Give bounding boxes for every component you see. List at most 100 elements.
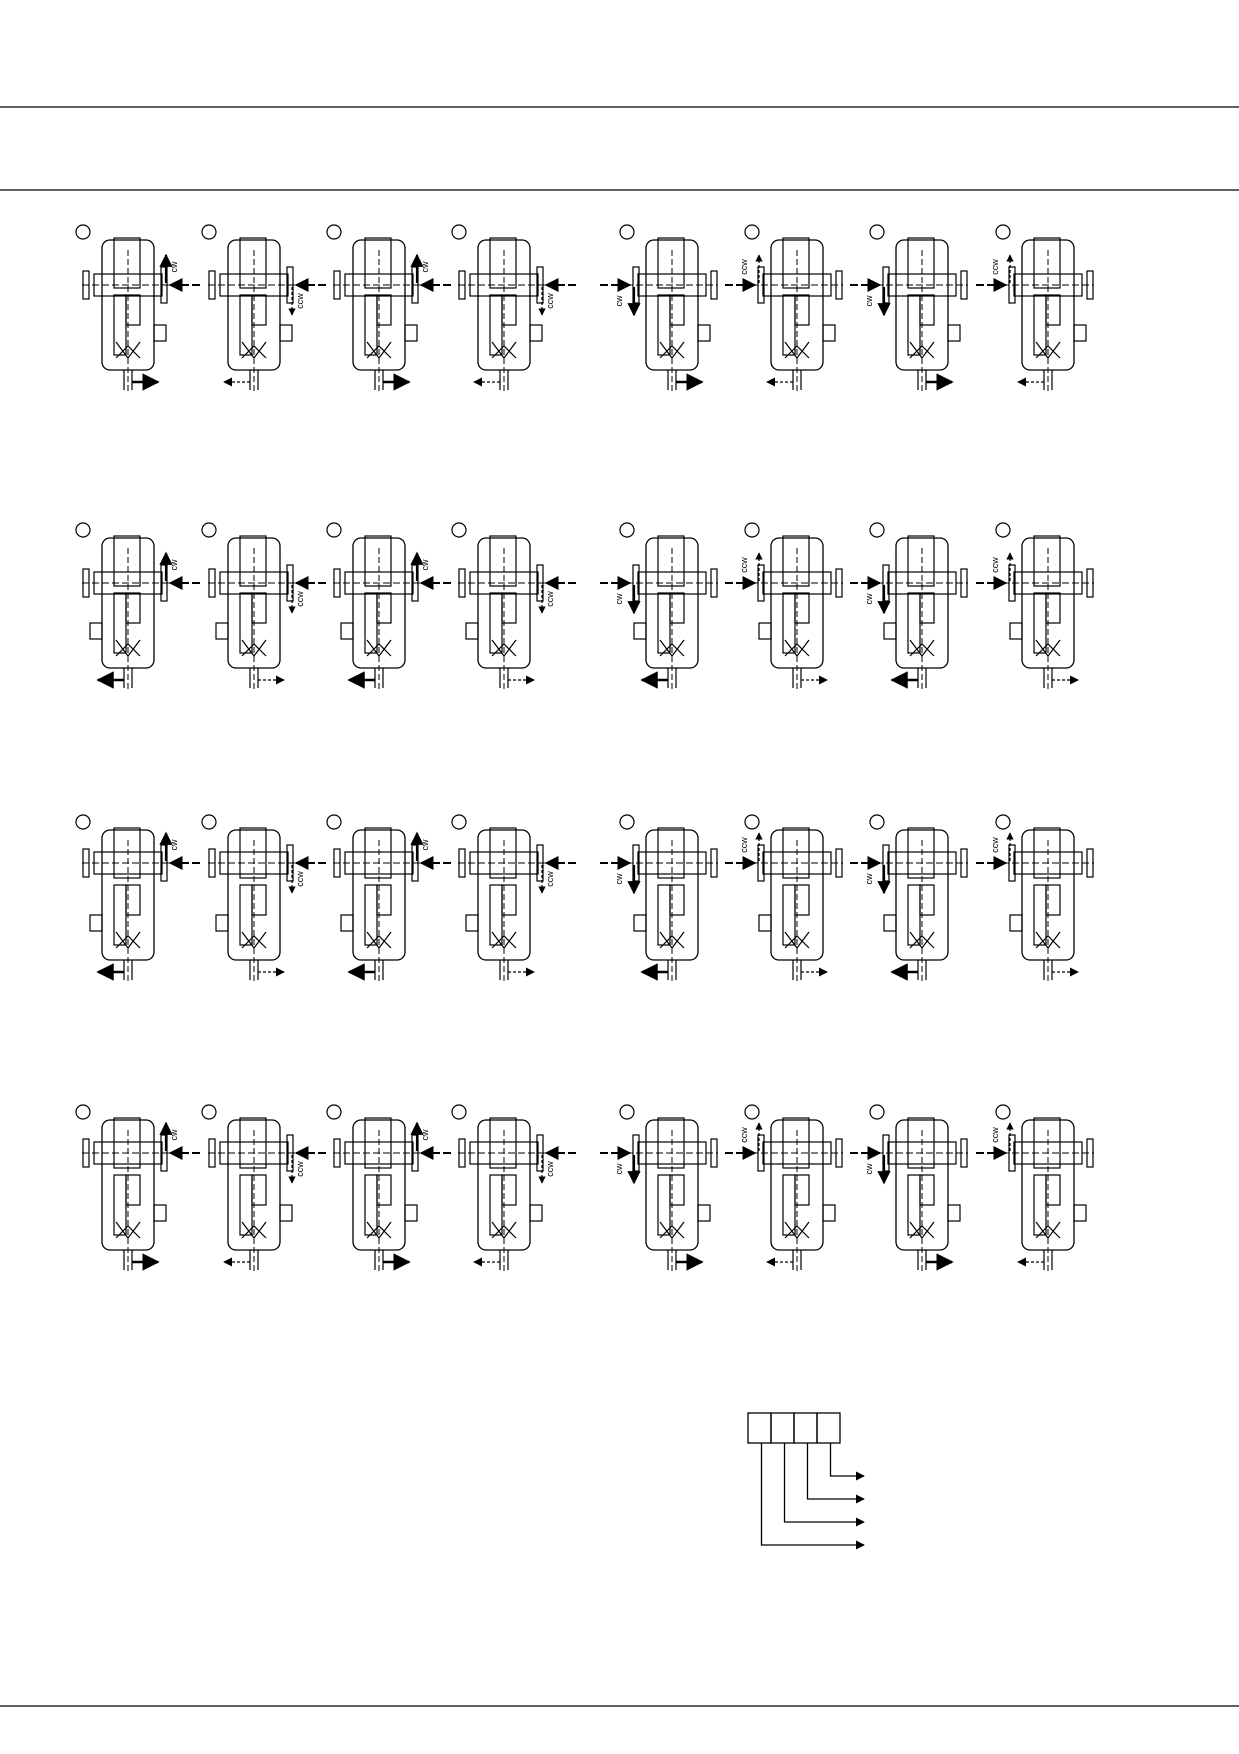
inner-gear-block-2 bbox=[125, 884, 141, 916]
position-marker-circle bbox=[326, 224, 342, 240]
mounting-unit-r3-c6: ccw bbox=[725, 814, 843, 982]
rotation-label: cw bbox=[169, 261, 179, 273]
code-cell-2 bbox=[770, 1412, 795, 1444]
rotation-label: ccw bbox=[739, 1127, 749, 1143]
rotation-label: cw bbox=[614, 295, 624, 307]
position-marker-circle bbox=[75, 1104, 91, 1120]
mounting-unit-r2-c6: ccw bbox=[725, 522, 843, 690]
flange bbox=[882, 1134, 890, 1172]
inner-gear-block bbox=[657, 592, 671, 654]
mounting-unit-r4-c5: cw bbox=[600, 1104, 718, 1272]
inner-gear-block bbox=[489, 1174, 503, 1236]
mounting-foot bbox=[1009, 914, 1023, 932]
flange bbox=[160, 1134, 168, 1172]
upper-gear-case bbox=[364, 827, 392, 879]
inner-gear-block-2 bbox=[376, 884, 392, 916]
inner-gear-block bbox=[239, 294, 253, 356]
flange bbox=[286, 1134, 294, 1172]
mounting-foot bbox=[279, 1204, 293, 1222]
flange-opposite bbox=[458, 848, 466, 878]
rotation-label: cw bbox=[864, 295, 874, 307]
upper-gear-case bbox=[1033, 1117, 1061, 1169]
rotation-label: ccw bbox=[739, 837, 749, 853]
inner-gear-block bbox=[113, 884, 127, 946]
upper-gear-case bbox=[113, 535, 141, 587]
mounting-unit-r3-c2: ccw bbox=[201, 814, 326, 982]
inner-gear-block-2 bbox=[669, 1174, 685, 1206]
mounting-unit-r3-c5: cw bbox=[600, 814, 718, 982]
inner-gear-block-2 bbox=[669, 884, 685, 916]
mounting-foot bbox=[822, 324, 836, 342]
mounting-unit-r1-c2: ccw bbox=[201, 224, 326, 392]
inner-gear-block bbox=[239, 884, 253, 946]
mounting-unit-r4-c8: ccw bbox=[976, 1104, 1094, 1272]
position-marker-circle bbox=[869, 814, 885, 830]
rotation-label: ccw bbox=[295, 871, 305, 887]
mounting-foot bbox=[404, 1204, 418, 1222]
mounting-unit-r1-c8: ccw bbox=[976, 224, 1094, 392]
mounting-unit-r1-c7: cw bbox=[850, 224, 968, 392]
rotation-label: cw bbox=[864, 1163, 874, 1175]
code-cell-4 bbox=[816, 1412, 841, 1444]
flange-opposite bbox=[82, 568, 90, 598]
flange bbox=[160, 564, 168, 602]
flange bbox=[1008, 564, 1016, 602]
upper-gear-case bbox=[239, 237, 267, 289]
upper-gear-case bbox=[113, 1117, 141, 1169]
upper-gear-case bbox=[657, 237, 685, 289]
mounting-unit-r3-c7: cw bbox=[850, 814, 968, 982]
inner-gear-block-2 bbox=[1045, 1174, 1061, 1206]
upper-gear-case bbox=[489, 827, 517, 879]
mounting-unit-r1-c4: ccw bbox=[451, 224, 576, 392]
inner-gear-block-2 bbox=[919, 1174, 935, 1206]
flange bbox=[160, 844, 168, 882]
mounting-foot bbox=[340, 622, 354, 640]
code-cell-3 bbox=[793, 1412, 818, 1444]
position-marker-circle bbox=[995, 1104, 1011, 1120]
mounting-unit-r2-c2: ccw bbox=[201, 522, 326, 690]
flange-opposite bbox=[710, 1138, 718, 1168]
flange-opposite bbox=[710, 270, 718, 300]
flange bbox=[632, 564, 640, 602]
inner-gear-block-2 bbox=[919, 592, 935, 624]
flange-opposite bbox=[835, 848, 843, 878]
inner-gear-block bbox=[1033, 884, 1047, 946]
upper-gear-case bbox=[364, 237, 392, 289]
upper-gear-case bbox=[239, 535, 267, 587]
position-marker-circle bbox=[201, 814, 217, 830]
rotation-label: cw bbox=[864, 873, 874, 885]
flange bbox=[757, 844, 765, 882]
flange-opposite bbox=[960, 1138, 968, 1168]
position-marker-circle bbox=[75, 814, 91, 830]
mounting-foot bbox=[153, 1204, 167, 1222]
mounting-foot bbox=[215, 622, 229, 640]
inner-gear-block bbox=[657, 294, 671, 356]
rotation-label: ccw bbox=[545, 293, 555, 309]
upper-gear-case bbox=[907, 827, 935, 879]
flange bbox=[757, 1134, 765, 1172]
inner-gear-block-2 bbox=[794, 1174, 810, 1206]
position-marker-circle bbox=[744, 224, 760, 240]
inner-gear-block-2 bbox=[501, 884, 517, 916]
inner-gear-block-2 bbox=[919, 294, 935, 326]
flange bbox=[286, 266, 294, 304]
mounting-unit-r4-c6: ccw bbox=[725, 1104, 843, 1272]
position-marker-circle bbox=[619, 224, 635, 240]
position-marker-circle bbox=[869, 224, 885, 240]
flange-opposite bbox=[835, 270, 843, 300]
mounting-unit-r3-c4: ccw bbox=[451, 814, 576, 982]
inner-gear-block-2 bbox=[125, 1174, 141, 1206]
upper-gear-case bbox=[239, 827, 267, 879]
inner-gear-block-2 bbox=[251, 884, 267, 916]
inner-gear-block-2 bbox=[501, 1174, 517, 1206]
flange bbox=[632, 844, 640, 882]
upper-gear-case bbox=[489, 237, 517, 289]
position-marker-circle bbox=[869, 1104, 885, 1120]
mounting-foot bbox=[758, 622, 772, 640]
inner-gear-block-2 bbox=[251, 592, 267, 624]
mounting-foot bbox=[89, 914, 103, 932]
flange-opposite bbox=[82, 1138, 90, 1168]
upper-gear-case bbox=[489, 535, 517, 587]
inner-gear-block-2 bbox=[376, 1174, 392, 1206]
position-marker-circle bbox=[619, 1104, 635, 1120]
